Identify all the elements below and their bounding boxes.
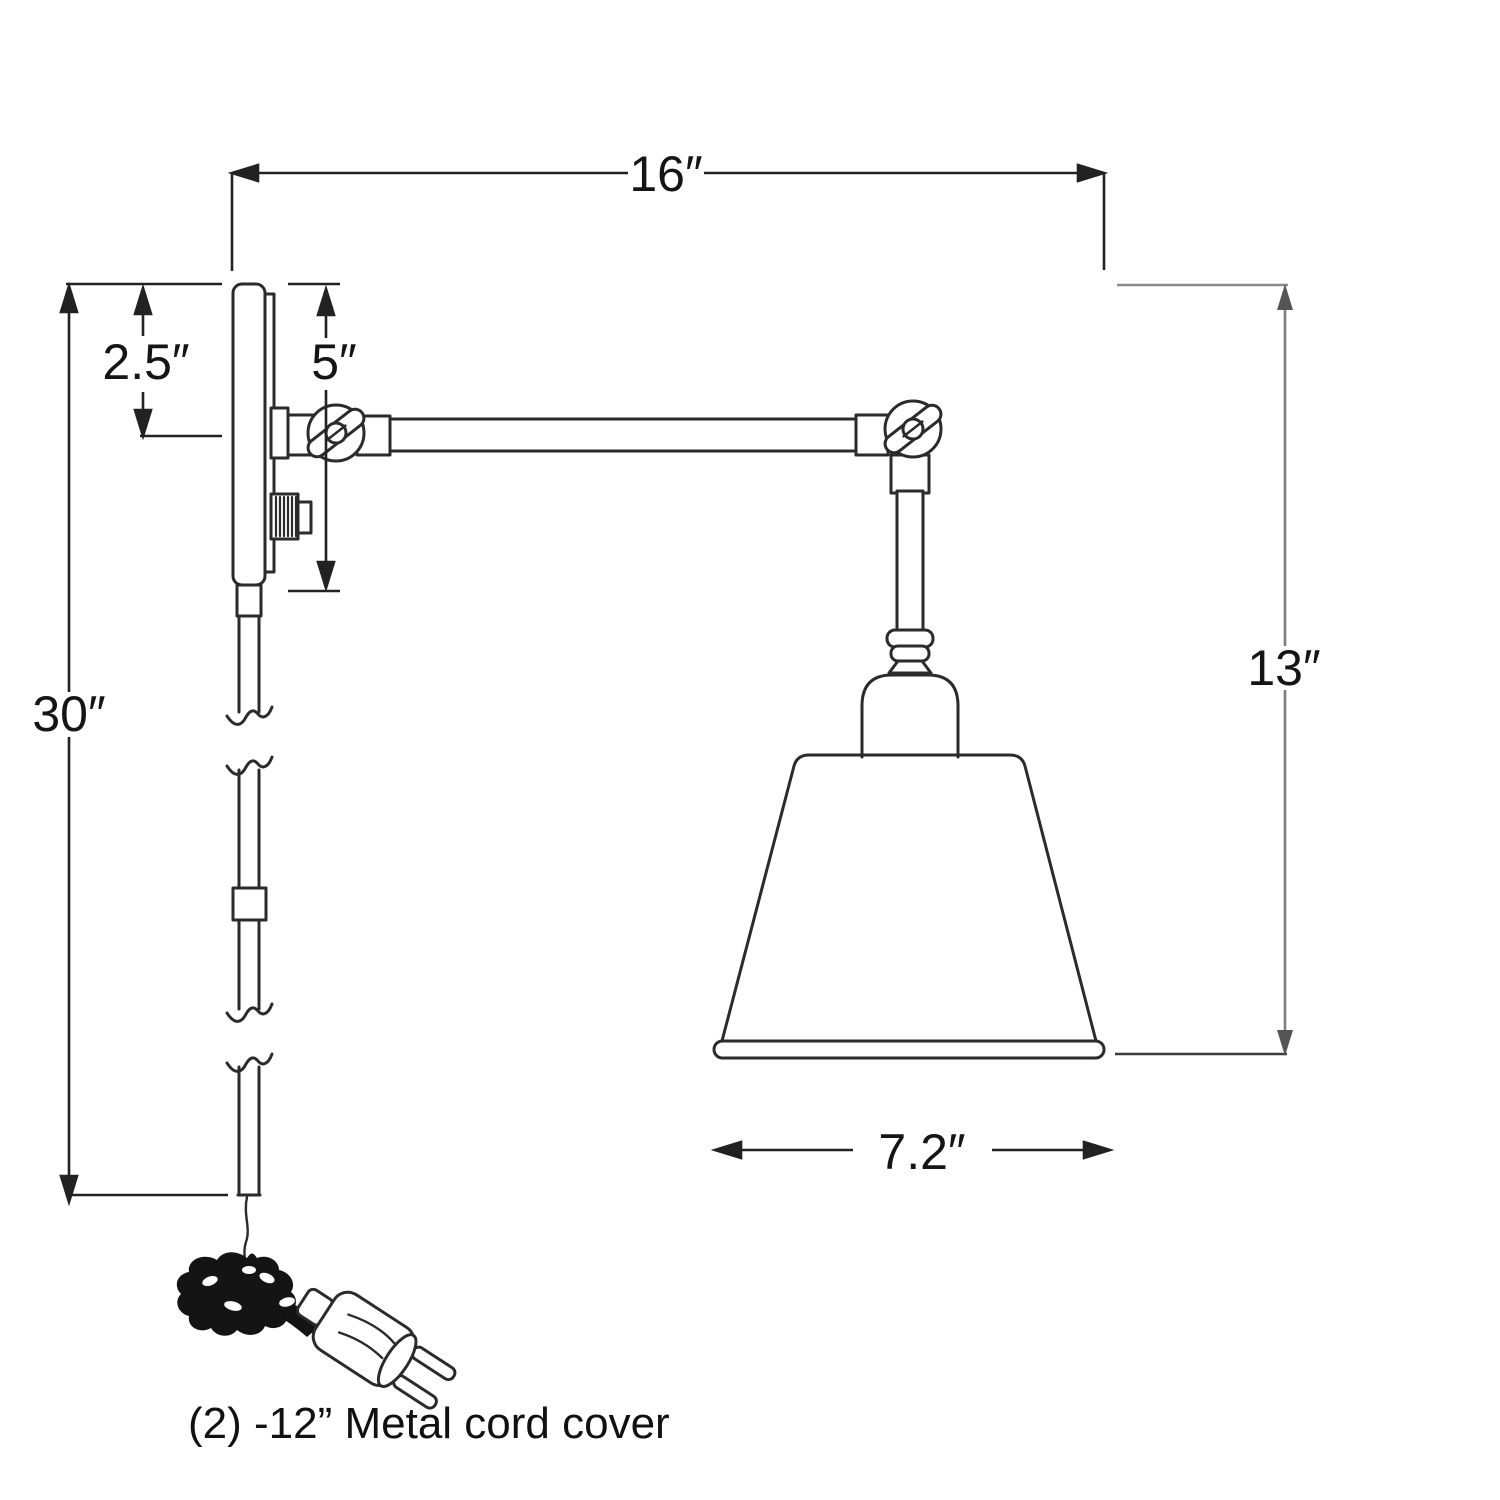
tube-ring-1: [885, 628, 935, 649]
drop-tube: [895, 489, 925, 634]
tube-flare: [887, 659, 933, 675]
break-mark-3: [225, 1002, 274, 1023]
cord-cover: [225, 614, 274, 1197]
wall-plate: [231, 282, 276, 618]
swing-arm: [269, 399, 943, 495]
arm-right-ferrule: [854, 413, 890, 457]
shade-bottom-rim: [712, 1039, 1106, 1060]
break-mark-4: [225, 1052, 274, 1073]
socket-bell: [860, 673, 960, 759]
cord-cover-segment-2: [237, 768, 261, 890]
cord-cover-segment-1: [237, 614, 261, 714]
dimension-backplate-offset: [133, 283, 222, 441]
cord-cover-note: (2) -12” Metal cord cover: [188, 1399, 670, 1448]
arrowhead-left: [227, 163, 260, 183]
cord-cover-segment-3: [237, 918, 261, 1011]
plug-prong-top: [410, 1345, 457, 1382]
wall-plate-body: [231, 282, 267, 587]
cord-cover-coupler: [231, 886, 268, 922]
lamp-head: [712, 489, 1106, 1060]
arrowhead-right: [1076, 163, 1109, 183]
dimension-overall-height: [59, 281, 228, 1207]
arrowhead-left: [710, 1140, 743, 1160]
lamp-shade: [720, 753, 1098, 1043]
dimension-backplate-height: [288, 282, 340, 593]
arrowhead-right: [1082, 1140, 1115, 1160]
dimension-label-7-2: 7.2″: [878, 1124, 965, 1180]
dimension-drop-height: [1115, 283, 1293, 1056]
cord-cover-segment-4: [236, 1065, 262, 1197]
tube-ring-2: [889, 644, 931, 663]
arrowhead-up: [1277, 284, 1293, 310]
elbow-joint-wall: [306, 403, 366, 463]
power-plug: [295, 1287, 457, 1410]
arm-mount-block: [269, 406, 290, 460]
dimension-label-5: 5″: [311, 334, 357, 390]
elbow-joint-shade: [883, 399, 943, 495]
break-mark-1: [225, 705, 274, 726]
plug-face: [376, 1333, 418, 1388]
screw-slot-2: [902, 420, 924, 438]
dimension-label-16: 16″: [629, 146, 702, 202]
knob-step: [296, 500, 313, 535]
elbow-collar: [889, 453, 931, 495]
cord-tail: [283, 1305, 321, 1337]
power-knob: [269, 492, 313, 541]
power-cord: [243, 1195, 249, 1263]
wall-plate-neck: [235, 583, 263, 618]
cord-bundle: [176, 1252, 321, 1337]
dimension-shade-width: [710, 1140, 1115, 1160]
dimension-label-30: 30″: [32, 686, 105, 742]
arrowhead-up: [59, 281, 79, 314]
arrowhead-down: [133, 408, 153, 441]
arrowhead-down: [59, 1174, 79, 1207]
dimension-overall-width: [227, 163, 1109, 271]
arrowhead-up: [133, 283, 153, 316]
break-mark-2: [225, 755, 274, 776]
arrowhead-down: [316, 560, 336, 593]
dimension-label-13: 13″: [1247, 640, 1320, 696]
knob-knurling: [274, 495, 298, 538]
screw-slot: [325, 424, 347, 442]
dimension-label-2-5: 2.5″: [102, 334, 189, 390]
arrowhead-up: [316, 284, 336, 317]
arm-bar: [362, 417, 862, 453]
arrowhead-down: [1277, 1030, 1293, 1056]
